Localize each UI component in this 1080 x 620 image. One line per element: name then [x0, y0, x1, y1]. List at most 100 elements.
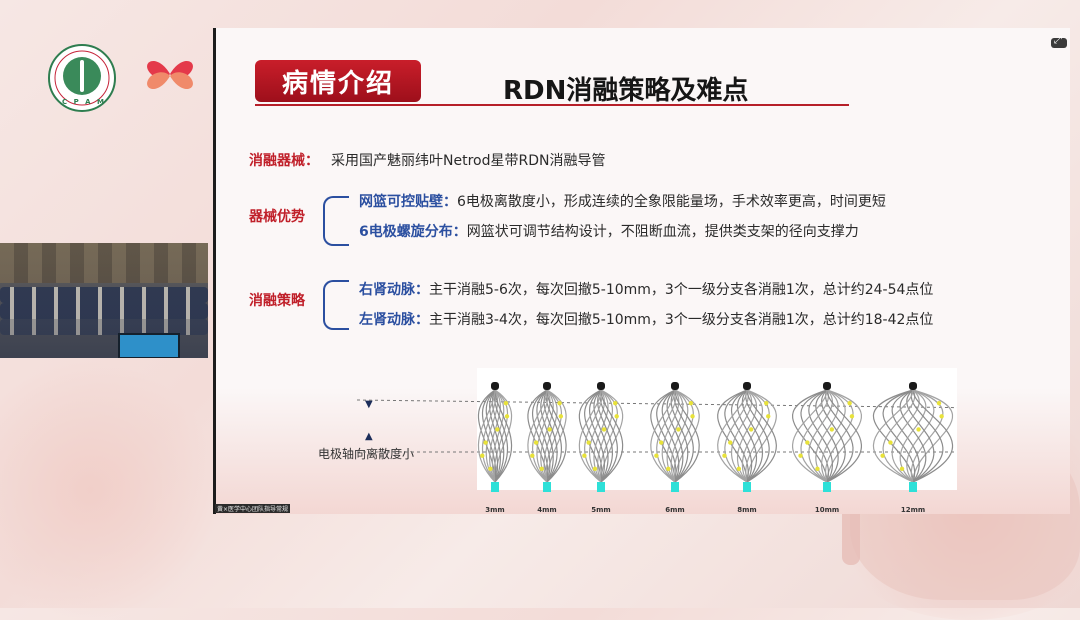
slide-title: RDN消融策略及难点	[503, 76, 749, 106]
basket-wire	[491, 389, 505, 483]
electrode-dot	[539, 466, 544, 472]
electrode-dot	[495, 427, 500, 432]
audience-row	[0, 319, 208, 335]
basket-tip-cap	[823, 382, 831, 390]
cpam-logo: C P A M	[48, 44, 116, 112]
catheter-basket	[527, 382, 567, 492]
basket-tip-cap	[909, 382, 917, 390]
basket-wire	[600, 389, 624, 483]
basket-wire	[882, 389, 916, 483]
speaker-video-inset[interactable]	[0, 243, 208, 358]
advantage-item-name: 6电极螺旋分布：	[359, 224, 467, 240]
electrode-dot	[504, 414, 510, 419]
audience-row	[0, 303, 208, 319]
basket-wire	[717, 389, 748, 483]
electrode-dot	[722, 453, 727, 458]
catheter-basket	[791, 382, 863, 492]
electrode-dot	[690, 414, 695, 419]
basket-wire	[599, 389, 618, 483]
electrode-dot	[601, 427, 607, 432]
electrode-dot	[880, 453, 885, 458]
strategy-item-left: 左肾动脉：主干消融3-4次，每次回撤5-10mm，3个一级分支各消融1次，总计约…	[359, 309, 933, 329]
basket-wire	[650, 389, 676, 483]
clover-heart-logo	[147, 60, 193, 90]
brace-icon	[323, 280, 349, 330]
basket-wire	[584, 389, 603, 483]
electrode-dot	[582, 453, 587, 458]
laptop-screen	[118, 333, 180, 358]
catheter-basket	[872, 382, 954, 492]
electrode-dot	[688, 400, 694, 406]
electrode-dot	[557, 400, 562, 406]
electrode-dot	[483, 440, 488, 445]
basket-wire	[820, 389, 846, 483]
electrode-dot	[728, 440, 733, 445]
basket-size-label: 12mm	[901, 506, 925, 514]
catheter-basket	[578, 382, 624, 492]
advantage-item-text: 网篮状可调节结构设计，不阻断血流，提供类支架的径向支撑力	[466, 224, 859, 240]
basket-wire	[481, 389, 497, 483]
basket-wire	[891, 389, 920, 483]
electrode-dot	[847, 400, 852, 406]
slide-left-border	[213, 28, 216, 514]
basket-wire	[477, 389, 496, 483]
basket-tip-cap	[597, 382, 605, 390]
electrode-dot	[899, 466, 905, 472]
electrode-dot	[488, 466, 493, 472]
electrode-dot	[916, 427, 921, 432]
electrode-dot	[849, 414, 855, 419]
basket-wire	[824, 389, 854, 483]
background-vessel-illustration	[842, 505, 860, 565]
basket-tip-cap	[543, 382, 551, 390]
advantage-label: 器械优势	[249, 209, 305, 225]
electrode-dot	[586, 440, 591, 445]
basket-wire	[674, 389, 700, 483]
cpam-letters: C P A M	[62, 98, 106, 106]
electrode-dot	[558, 414, 564, 419]
section-tag: 病情介绍	[255, 60, 421, 102]
basket-wire	[808, 389, 834, 483]
advantage-item-name: 网篮可控贴壁：	[359, 194, 457, 210]
basket-wire	[527, 389, 548, 483]
basket-size-label: 5mm	[591, 506, 610, 514]
electrode-dot	[666, 466, 671, 472]
brace-icon	[323, 196, 349, 246]
figure-label: 电极轴向离散度小	[318, 447, 415, 461]
electrode-dot	[805, 440, 810, 445]
strategy-item-text: 主干消融3-4次，每次回撤5-10mm，3个一级分支各消融1次，总计约18-42…	[429, 312, 934, 328]
audience-row	[0, 287, 208, 303]
electrode-dot	[530, 453, 535, 458]
electrode-dot	[614, 414, 619, 419]
electrode-dot	[503, 400, 509, 406]
strategy-item-name: 右肾动脉：	[359, 282, 429, 298]
basket-wire	[656, 389, 677, 483]
video-background-wall	[0, 243, 208, 283]
catheter-basket	[650, 382, 700, 492]
basket-wire	[545, 389, 562, 483]
device-text: 采用国产魅丽纬叶Netrod星带RDN消融导管	[331, 153, 606, 169]
electrode-dot	[939, 414, 944, 419]
basket-wire	[724, 389, 749, 483]
electrode-dot	[748, 427, 754, 432]
electrode-dot	[533, 440, 539, 445]
basket-wire	[494, 389, 513, 483]
title-underline	[255, 104, 849, 106]
expand-icon[interactable]	[1051, 35, 1067, 48]
basket-wire	[906, 389, 935, 483]
basket-wire	[670, 389, 689, 483]
basket-wire	[731, 389, 753, 483]
strategy-item-text: 主干消融5-6次，每次回撤5-10mm，3个一级分支各消融1次，总计约24-54…	[429, 282, 934, 298]
advantage-item-1: 网篮可控贴壁：6电极离散度小，形成连续的全象限能量场，手术效率更高，时间更短	[359, 191, 886, 211]
basket-connector	[491, 482, 499, 492]
caduceus-icon	[80, 60, 84, 92]
electrode-dot	[936, 400, 942, 406]
basket-wire	[792, 389, 828, 483]
footer-watermark: 黄×医学中心团队指导常规	[215, 504, 291, 513]
basket-wire	[741, 389, 763, 483]
basket-wire	[912, 389, 954, 483]
electrode-dot	[547, 427, 552, 432]
basket-size-label: 6mm	[665, 506, 684, 514]
basket-wire	[493, 389, 509, 483]
arrow-down-icon: ▼	[365, 399, 373, 410]
